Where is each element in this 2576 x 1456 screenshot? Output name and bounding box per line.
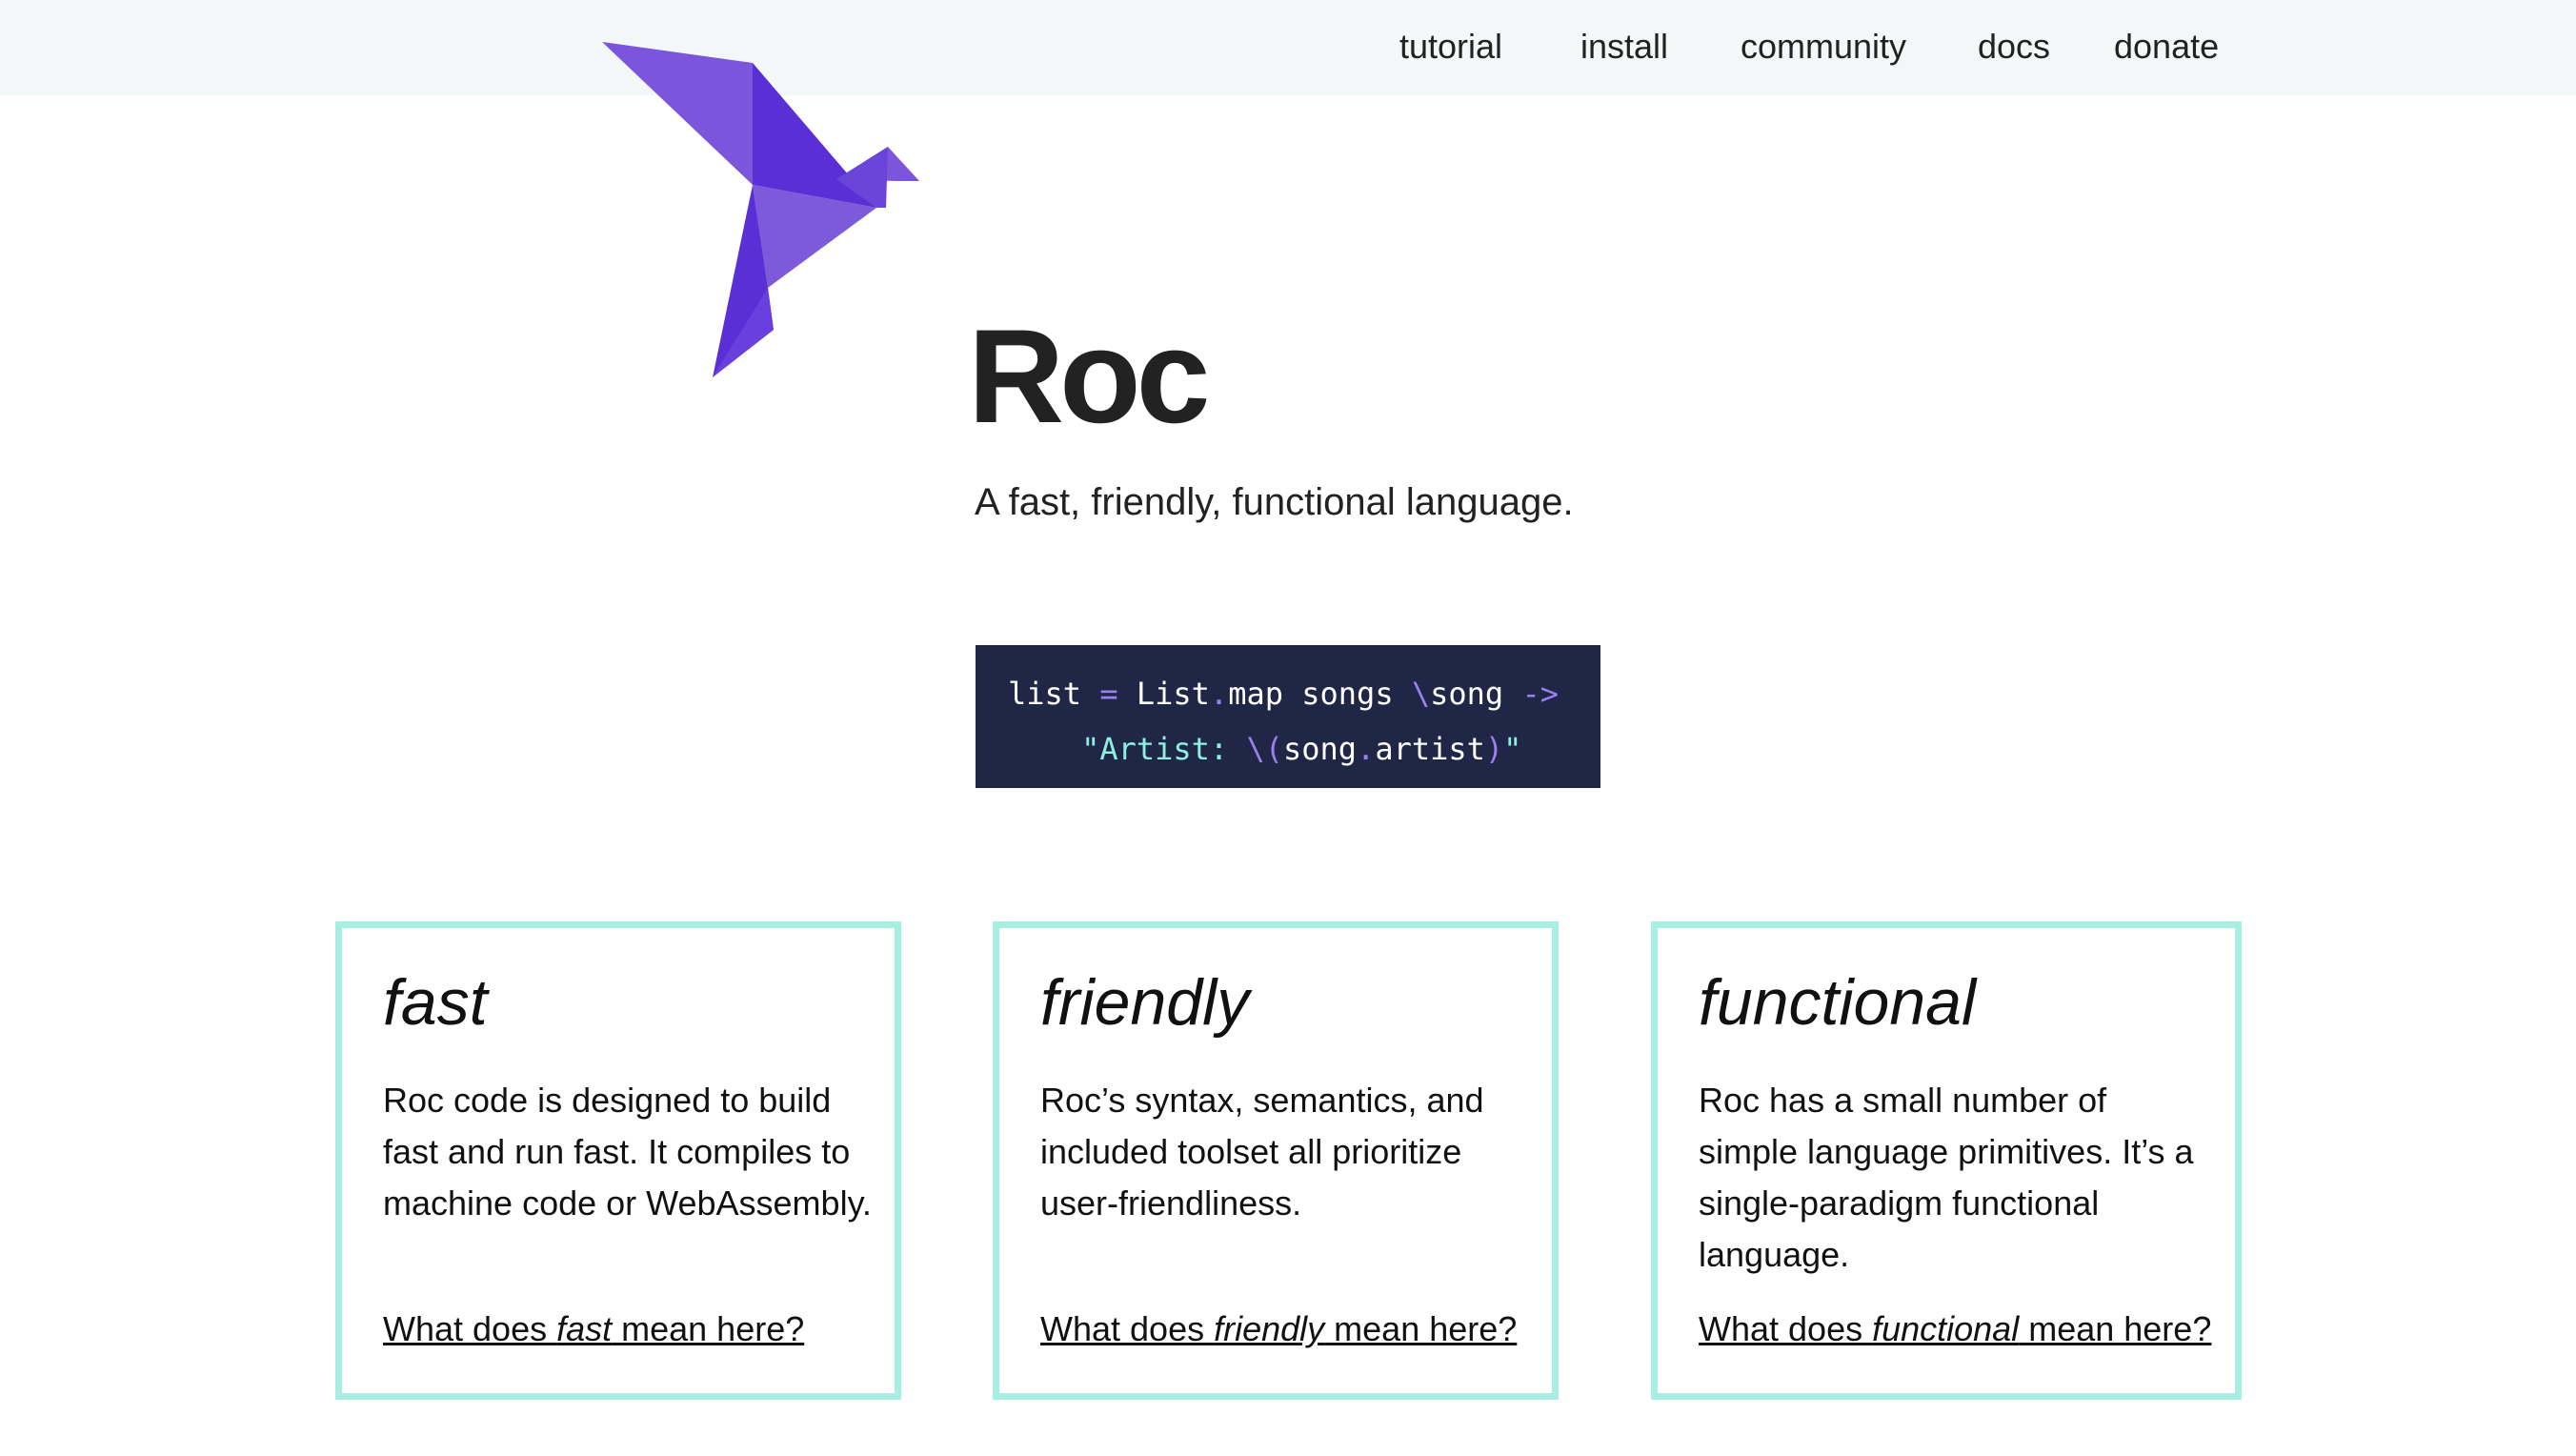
- code-token: ->: [1521, 676, 1559, 712]
- code-token: .: [1209, 676, 1229, 712]
- nav-link-donate[interactable]: donate: [2114, 27, 2220, 66]
- card-body: Roc has a small number of simple languag…: [1699, 1081, 2194, 1274]
- top-nav-bar: tutorial install community docs donate: [0, 0, 2576, 95]
- card-link-functional[interactable]: What does functional mean here?: [1699, 1305, 2211, 1353]
- nav-link-docs[interactable]: docs: [1978, 27, 2051, 66]
- code-line-1: list = List.map songs \song ->: [1008, 676, 1559, 712]
- code-line-2: "Artist: \(song.artist)": [1008, 731, 1521, 767]
- code-token: \: [1411, 676, 1431, 712]
- code-token: List: [1136, 676, 1210, 712]
- card-body: Roc’s syntax, semantics, and included to…: [1040, 1081, 1484, 1223]
- card-heading: friendly: [1040, 966, 1250, 1039]
- feature-card-functional: functional Roc has a small number of sim…: [1651, 921, 2242, 1400]
- nav-link-tutorial[interactable]: tutorial: [1399, 27, 1503, 66]
- code-token: ": [1503, 731, 1522, 767]
- code-token: =: [1099, 676, 1118, 712]
- link-text: mean here?: [612, 1309, 805, 1348]
- nav-link-community[interactable]: community: [1741, 27, 1907, 66]
- code-token: .: [1357, 731, 1376, 767]
- link-text: What does: [1699, 1309, 1873, 1348]
- page-title: Roc: [968, 301, 1210, 451]
- link-text: What does: [1040, 1309, 1215, 1348]
- code-token: songs: [1301, 676, 1394, 712]
- card-heading: fast: [383, 966, 488, 1039]
- card-link-fast[interactable]: What does fast mean here?: [383, 1305, 804, 1353]
- feature-card-fast: fast Roc code is designed to build fast …: [335, 921, 901, 1400]
- code-sample: list = List.map songs \song -> "Artist: …: [976, 645, 1600, 788]
- tagline: A fast, friendly, functional language.: [975, 481, 1574, 523]
- card-heading: functional: [1699, 966, 1977, 1039]
- link-text: mean here?: [1324, 1309, 1518, 1348]
- code-token: map: [1228, 676, 1283, 712]
- main-nav: tutorial install community docs donate: [0, 0, 2576, 95]
- code-token: "Artist:: [1081, 731, 1247, 767]
- card-body: Roc code is designed to build fast and r…: [383, 1081, 872, 1223]
- code-token: list: [1008, 676, 1082, 712]
- link-text: What does: [383, 1309, 557, 1348]
- code-token: song: [1430, 676, 1504, 712]
- nav-link-install[interactable]: install: [1580, 27, 1669, 66]
- code-token: artist: [1375, 731, 1485, 767]
- link-emphasis: functional: [1872, 1309, 2020, 1348]
- code-token: ): [1484, 731, 1504, 767]
- link-emphasis: friendly: [1214, 1309, 1325, 1348]
- link-emphasis: fast: [556, 1309, 613, 1348]
- link-text: mean here?: [2019, 1309, 2212, 1348]
- code-token: \(: [1246, 731, 1283, 767]
- feature-card-friendly: friendly Roc’s syntax, semantics, and in…: [993, 921, 1559, 1400]
- roc-origami-bird-icon[interactable]: [600, 38, 924, 381]
- code-token: song: [1282, 731, 1358, 767]
- card-link-friendly[interactable]: What does friendly mean here?: [1040, 1305, 1517, 1353]
